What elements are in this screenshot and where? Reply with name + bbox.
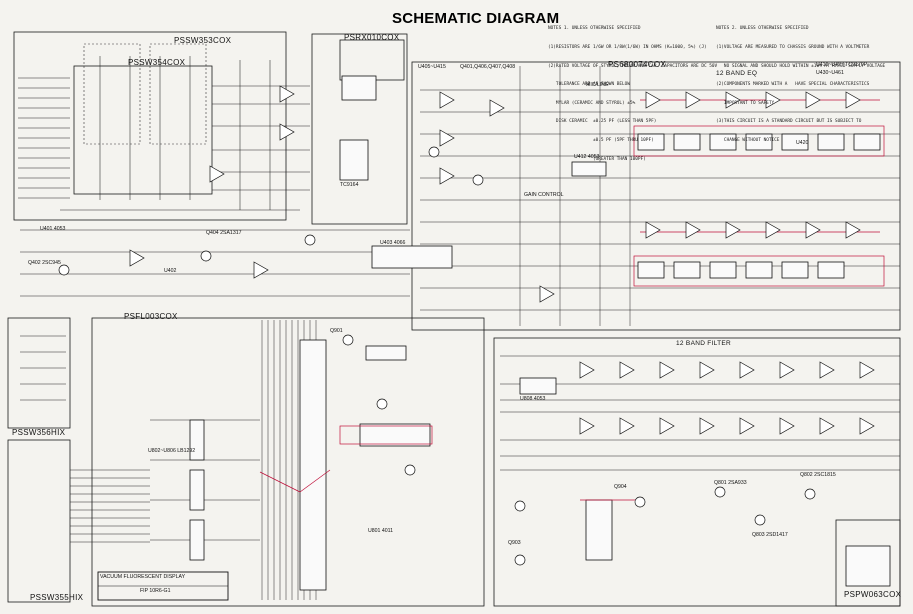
component-label-gain: GAIN CONTROL — [524, 192, 564, 198]
component-label-vfd-part: FIP 10R6-G1 — [140, 588, 171, 594]
wiring-lower-red — [259, 425, 640, 501]
wiring-left-top — [18, 56, 410, 297]
note-line: (3)THIS CIRCUIT IS A STANDARD CIRCUIT BU… — [716, 119, 862, 125]
note-line: IMPORTANT TO SAFETY — [716, 100, 775, 106]
note-line: (2)RATED VOLTAGE OF STYROL, MYLAR AND CA… — [548, 63, 718, 69]
component-label-q801: Q801 2SA933 — [714, 480, 747, 486]
note-line: (1)RESISTORS ARE 1/6W OR 1/8W(1/6W) IN O… — [548, 45, 707, 51]
component-label-q402: Q402 2SC945 — [28, 260, 61, 266]
note-line: DISK CERAMIC ±0.25 PF (LESS THAN 5PF) — [548, 119, 657, 125]
board-label-pspw: PSPW063COX — [844, 590, 902, 599]
wiring-filter — [500, 355, 900, 471]
component-label-u412: U412 4053 — [574, 154, 600, 160]
board-frame-pspw — [835, 519, 901, 607]
board-label-ps680: PS680074COX — [608, 60, 667, 69]
component-label-q903: Q903 — [508, 540, 521, 546]
note-line: (1)VOLTAGE ARE MEASURED TO CHASSIS GROUN… — [716, 45, 870, 51]
note-line: TOLERANCE ARE AS SHOWN BELOW — [548, 82, 630, 88]
psfl003-ic-blocks — [189, 75, 891, 591]
page-title: SCHEMATIC DIAGRAM — [392, 10, 560, 27]
component-label-q901: Q901 — [330, 328, 343, 334]
component-label-u420: U420 — [796, 140, 809, 146]
board-label-psrx010: PSRX010COX — [344, 33, 400, 42]
board-label-psfl003: PSFL003COX — [124, 312, 178, 321]
section-label-band-eq: 12 BAND EQ — [716, 70, 758, 77]
board-frame-pssw356 — [7, 317, 71, 429]
note-line: MYLAR (CERAMIC AND STYROL) ±5% — [548, 100, 636, 106]
note-line: ±0.5 PF (5PF THRU 10PF) — [548, 138, 654, 144]
board-frame-lower-right — [493, 337, 901, 607]
wiring-psfl003 — [20, 320, 317, 600]
note-line: NO SIGNAL AND SHOULD HOLD WITHIN ±10% AT… — [716, 63, 886, 69]
component-label-q401: Q401,Q406,Q407,Q408 — [460, 64, 516, 70]
component-label-u430: U430~U461 — [816, 70, 844, 76]
board-label-pssw354: PSSW354COX — [128, 58, 186, 67]
board-frame-pssw-right — [311, 33, 408, 225]
component-label-u416: U416~U427 TC9170P — [816, 62, 868, 68]
board-label-pssw355: PSSW355HIX — [30, 593, 84, 602]
component-label-vfd: VACUUM FLUORESCENT DISPLAY — [100, 574, 186, 580]
section-label-band-filter: 12 BAND FILTER — [676, 340, 732, 347]
component-label-u801: U801 4011 — [368, 528, 393, 534]
note-line: (2)COMPONENTS MARKED WITH A HAVE SPECIAL… — [716, 82, 870, 88]
component-label-tc9164: TC9164 — [340, 182, 359, 188]
notes-voltage: NOTES 2. UNLESS OTHERWISE SPECIFIED (1)V… — [716, 14, 885, 157]
note-line: NOTES 2. UNLESS OTHERWISE SPECIFIED — [716, 26, 809, 32]
wiring-eq-red — [633, 99, 885, 287]
note-line: CHANGE WITHOUT NOTICE — [716, 138, 780, 144]
component-label-u403: U403 4066 — [380, 240, 406, 246]
board-frame-pssw355 — [7, 439, 71, 603]
component-label-q802: Q802 2SC1815 — [800, 472, 836, 478]
board-frame-psrx010 — [339, 39, 405, 81]
component-label-q404: Q404 2SA1317 — [206, 230, 242, 236]
component-label-mic-line: MIC/LINE — [586, 82, 609, 88]
transistor-symbols — [58, 146, 816, 566]
note-line: NOTES 1. UNLESS OTHERWISE SPECIFIED — [548, 26, 641, 32]
component-label-u402: U402 — [164, 268, 177, 274]
board-label-pssw356: PSSW356HIX — [12, 428, 66, 437]
notes-general: NOTES 1. UNLESS OTHERWISE SPECIFIED (1)R… — [548, 14, 717, 175]
board-frame-pssw354 — [73, 65, 213, 195]
component-label-u802: U802~U806 LB1292 — [148, 448, 196, 454]
component-label-q803: Q803 2SD1417 — [752, 532, 788, 538]
board-frame-psfl003 — [91, 317, 485, 607]
board-label-pssw353: PSSW353COX — [174, 36, 232, 45]
component-label-u401: U401 4053 — [40, 226, 66, 232]
component-label-u808: U808 4053 — [520, 396, 546, 402]
eq-ic-blocks — [637, 133, 881, 279]
opamp-symbols — [129, 85, 875, 435]
board-frame-ps680 — [411, 61, 901, 331]
component-label-u405: U405~U415 — [418, 64, 446, 70]
shield-boxes — [83, 43, 207, 145]
note-line: (GREATER THAN 100PF) — [548, 156, 646, 162]
component-label-q904: Q904 — [614, 484, 627, 490]
